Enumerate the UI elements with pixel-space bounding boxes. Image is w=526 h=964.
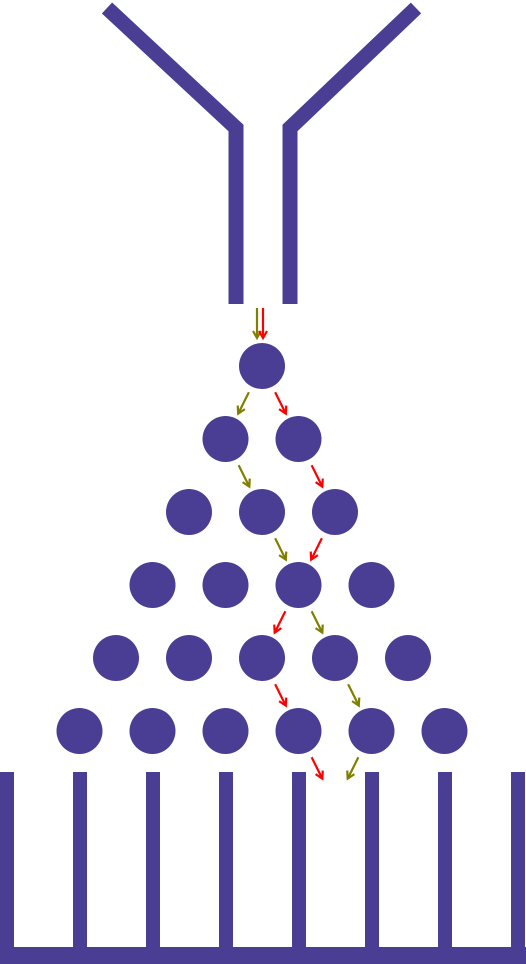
path-b-step-6-arrow xyxy=(310,756,322,777)
peg-r4-4 xyxy=(348,562,395,608)
collection-bins xyxy=(0,772,526,964)
peg-grid xyxy=(56,343,468,754)
path-b-step-2-arrow xyxy=(310,464,322,485)
path-a-step-6-arrow xyxy=(348,756,360,777)
bin-divider-5 xyxy=(292,772,306,963)
peg-r6-6 xyxy=(421,708,468,754)
funnel-left-wall xyxy=(101,2,244,304)
bin-divider-1 xyxy=(0,772,14,963)
bin-floor xyxy=(0,947,526,964)
bin-divider-6 xyxy=(365,772,379,963)
bin-divider-3 xyxy=(146,772,160,963)
peg-r4-1 xyxy=(129,562,176,608)
funnel xyxy=(101,2,422,304)
path-b-step-3-arrow xyxy=(312,537,323,558)
peg-r2-1 xyxy=(202,416,249,462)
bin-divider-4 xyxy=(219,772,233,963)
bin-divider-7 xyxy=(438,772,452,963)
peg-r6-4 xyxy=(275,708,322,754)
path-b-step-1-arrow xyxy=(274,391,285,412)
path-a-step-5-arrow xyxy=(347,683,358,704)
path-a-step-4-arrow xyxy=(310,610,322,631)
bin-divider-8 xyxy=(511,772,525,963)
path-b-step-4-arrow xyxy=(275,610,287,631)
peg-r2-2 xyxy=(275,416,322,462)
bin-divider-2 xyxy=(73,772,87,963)
path-a-step-2-arrow xyxy=(237,464,249,485)
peg-r1-1 xyxy=(239,343,285,389)
peg-r3-3 xyxy=(312,489,358,535)
peg-r6-2 xyxy=(129,708,176,754)
peg-r3-1 xyxy=(166,489,212,535)
peg-r5-1 xyxy=(93,635,139,681)
peg-r6-1 xyxy=(56,708,103,754)
peg-r5-5 xyxy=(385,635,431,681)
path-a-step-1-arrow xyxy=(239,391,250,412)
peg-r5-2 xyxy=(166,635,212,681)
path-b-step-5-arrow xyxy=(274,683,285,704)
peg-r6-5 xyxy=(348,708,395,754)
ball-paths xyxy=(239,308,359,778)
peg-r4-3 xyxy=(275,562,322,608)
peg-r6-3 xyxy=(202,708,249,754)
peg-r4-2 xyxy=(202,562,249,608)
peg-r5-4 xyxy=(312,635,358,681)
peg-r5-3 xyxy=(239,635,285,681)
peg-r3-2 xyxy=(239,489,285,535)
path-a-step-3-arrow xyxy=(274,537,285,558)
funnel-right-wall xyxy=(282,2,422,304)
